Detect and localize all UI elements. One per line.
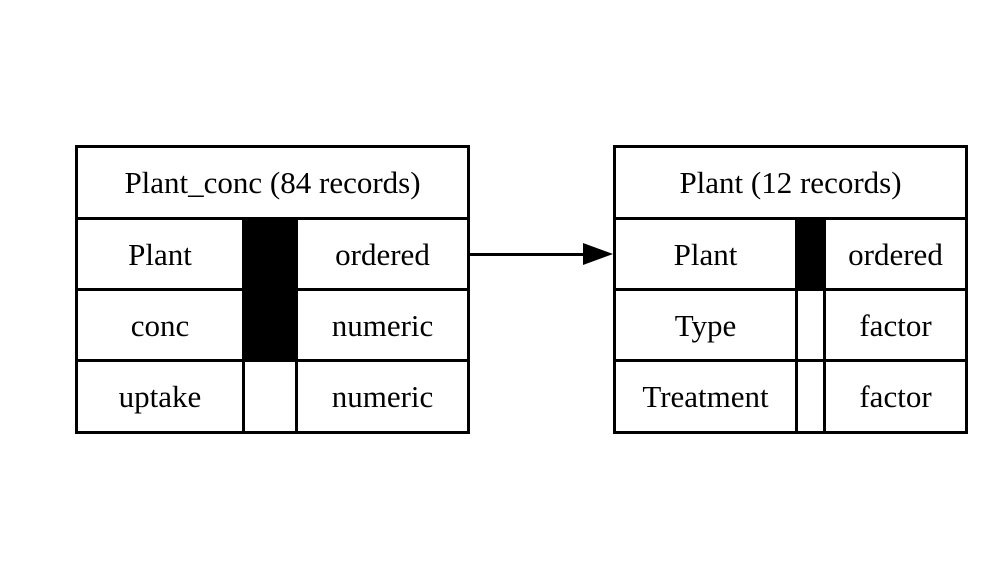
column-type: ordered: [826, 220, 965, 288]
column-type: factor: [826, 362, 965, 431]
key-indicator-cell: [798, 362, 823, 431]
column-name: Plant: [616, 220, 795, 288]
table-plant: Plant (12 records) Plant ordered Type fa…: [613, 145, 968, 434]
key-indicator-cell: [245, 220, 295, 288]
column-name: Plant: [78, 220, 242, 288]
column-type: numeric: [298, 291, 467, 359]
key-indicator-cell: [798, 291, 823, 359]
table-title: Plant (12 records): [616, 148, 965, 217]
column-name: uptake: [78, 362, 242, 431]
key-indicator-cell: [245, 362, 295, 431]
relation-arrow: [470, 243, 613, 265]
column-name: conc: [78, 291, 242, 359]
column-type: numeric: [298, 362, 467, 431]
table-title: Plant_conc (84 records): [78, 148, 467, 217]
arrow-shaft: [470, 252, 585, 256]
key-indicator-cell: [798, 220, 823, 288]
arrow-head-icon: [583, 243, 613, 265]
column-name: Treatment: [616, 362, 795, 431]
key-indicator-cell: [245, 291, 295, 359]
column-name: Type: [616, 291, 795, 359]
column-type: factor: [826, 291, 965, 359]
column-type: ordered: [298, 220, 467, 288]
table-plant-conc: Plant_conc (84 records) Plant ordered co…: [75, 145, 470, 434]
